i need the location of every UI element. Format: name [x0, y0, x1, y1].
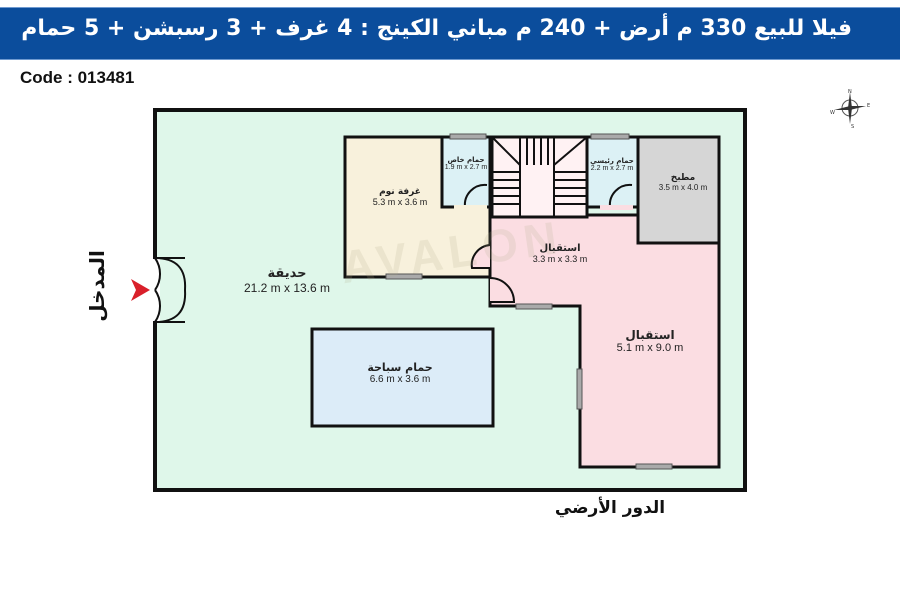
svg-text:E: E	[867, 103, 870, 109]
label-bedroom: غرفة نوم 5.3 m x 3.6 m	[372, 187, 428, 207]
label-garden: حديقة 21.2 m x 13.6 m	[243, 266, 331, 295]
svg-text:S: S	[851, 124, 854, 128]
room-kitchen	[636, 135, 721, 245]
label-pool: حمام سباحة 6.6 m x 3.6 m	[367, 361, 433, 385]
svg-text:W: W	[830, 110, 835, 116]
room-private-bath	[440, 135, 492, 209]
label-private-bath: حمام خاص 1.9 m x 2.7 m	[444, 156, 488, 171]
floor-title: الدور الأرضي	[554, 498, 666, 518]
entrance-arrow-icon	[131, 279, 150, 301]
listing-title: فيلا للبيع 330 م أرض + 240 م مباني الكين…	[21, 16, 852, 41]
entrance-label: المدخل	[85, 250, 109, 322]
listing-code: Code : 013481	[20, 68, 135, 87]
title-banner: فيلا للبيع 330 م أرض + 240 م مباني الكين…	[0, 7, 900, 60]
swimming-pool	[310, 327, 495, 428]
compass-rose-icon: N E S W	[830, 89, 870, 128]
label-kitchen: مطبخ 3.5 m x 4.0 m	[658, 173, 708, 192]
entrance-door[interactable]	[153, 257, 185, 323]
svg-text:N: N	[848, 89, 852, 95]
label-reception-small: استقبال 3.3 m x 3.3 m	[532, 243, 588, 264]
label-main-bath: حمام رئيسي 2.2 m x 2.7 m	[590, 157, 634, 172]
label-reception-large: استقبال 5.1 m x 9.0 m	[616, 328, 684, 354]
